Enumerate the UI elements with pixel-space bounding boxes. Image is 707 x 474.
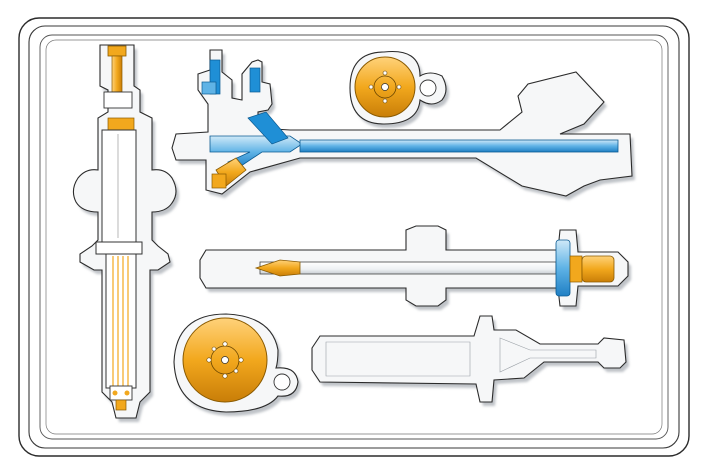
y-connector-tube <box>201 59 619 189</box>
cavity-y-connector <box>171 49 633 197</box>
cavity-empty-syringe <box>311 315 627 403</box>
small-cap <box>354 56 416 118</box>
needle <box>254 239 615 297</box>
vertical-syringe <box>95 45 143 411</box>
large-cap <box>182 317 268 403</box>
